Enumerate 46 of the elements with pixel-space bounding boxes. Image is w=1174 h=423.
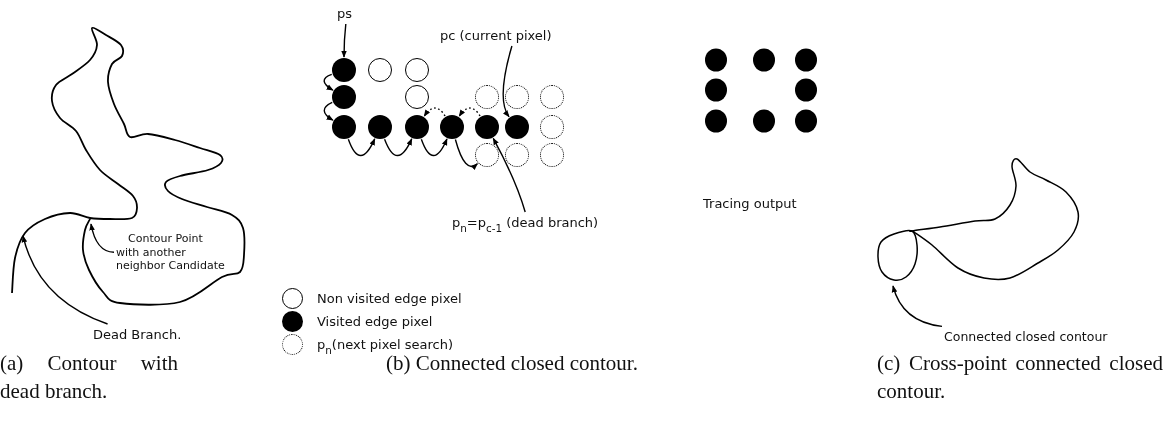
candidate-pixel xyxy=(505,143,529,167)
visited-pixel xyxy=(332,115,356,139)
unvisited-pixel xyxy=(405,58,429,82)
curved-arrow xyxy=(323,101,334,121)
legend-text: Visited edge pixel xyxy=(317,314,433,329)
annotation-text: Dead Branch. xyxy=(93,326,183,343)
curved-arrow xyxy=(347,138,376,157)
visited-pixel xyxy=(475,115,499,139)
dotted-arrow xyxy=(423,107,446,117)
visited-pixel xyxy=(332,85,356,109)
visited-pixel xyxy=(332,58,356,82)
panel-label: Tracing output xyxy=(703,196,797,211)
unvisited-pixel xyxy=(368,58,392,82)
candidate-pixel xyxy=(540,143,564,167)
visited-pixel xyxy=(368,115,392,139)
visited-pixel xyxy=(405,115,429,139)
curved-arrow xyxy=(323,73,334,91)
curved-arrow xyxy=(420,138,448,157)
legend-text: Non visited edge pixel xyxy=(317,291,462,306)
candidate-pixel xyxy=(505,85,529,109)
curved-arrow xyxy=(383,138,413,157)
candidate-pixel xyxy=(540,85,564,109)
candidate-pixel xyxy=(475,85,499,109)
unvisited-pixel xyxy=(405,85,429,109)
curved-arrow xyxy=(892,285,943,328)
annotation-text: ps xyxy=(337,5,357,22)
curved-arrow xyxy=(492,137,526,213)
candidate-pixel xyxy=(540,115,564,139)
curved-arrow xyxy=(341,23,347,58)
annotation-text: pc (current pixel) xyxy=(440,27,590,44)
figure-caption: (c) Cross-point connected closed contour. xyxy=(877,350,1163,405)
curved-arrow xyxy=(454,138,479,170)
contour-drawing xyxy=(877,158,1080,281)
curved-arrow xyxy=(22,235,109,325)
candidate-pixel xyxy=(475,143,499,167)
visited-pixel xyxy=(505,115,529,139)
dotted-arrow xyxy=(458,107,481,117)
contour-drawing xyxy=(11,26,246,306)
figure-caption: (a) Contour with dead branch. xyxy=(0,350,178,405)
curved-arrow xyxy=(89,223,115,253)
figure-caption: (b) Connected closed contour. xyxy=(386,351,639,377)
annotation-text: p$_{n}$=p$_{c-1}$ (dead branch) xyxy=(452,214,607,231)
visited-pixel xyxy=(440,115,464,139)
legend-text: p$_{n}$(next pixel search) xyxy=(317,337,454,352)
curved-arrow xyxy=(502,45,513,118)
annotation-text: Connected closed contour xyxy=(944,328,1124,345)
